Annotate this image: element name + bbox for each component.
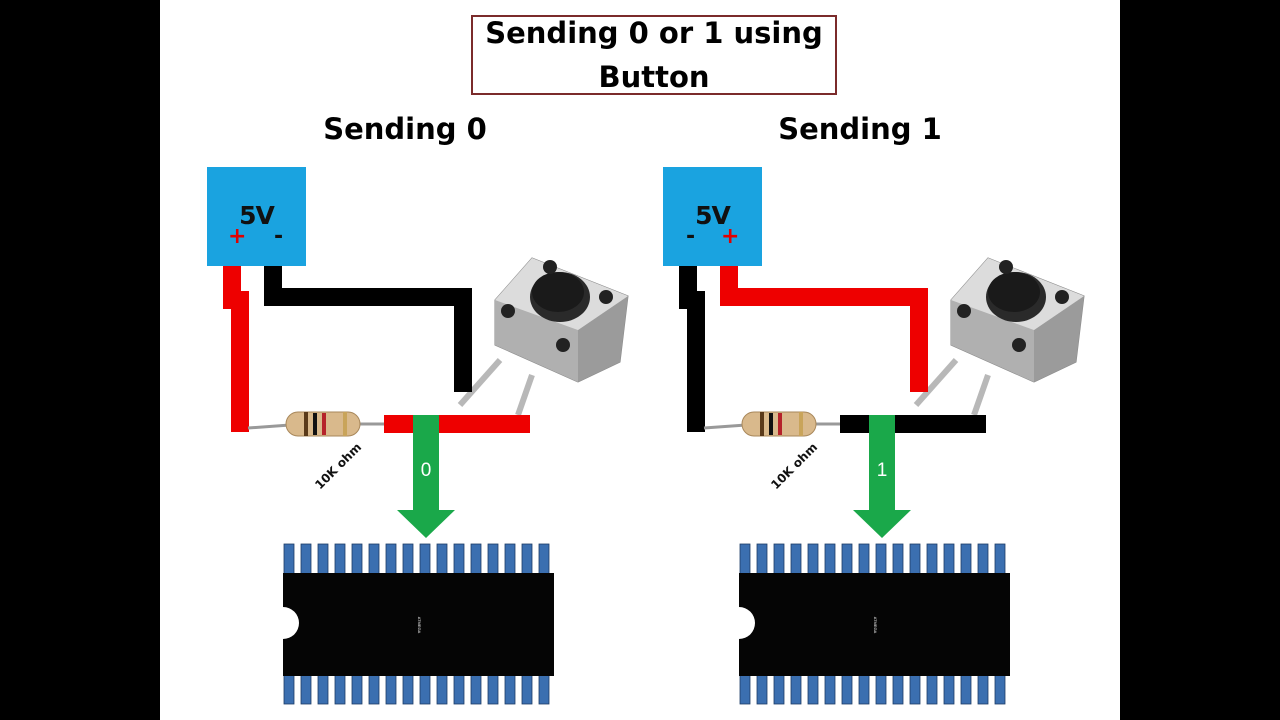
psu-label: 5V — [695, 201, 731, 230]
signal-value: 1 — [877, 460, 888, 481]
positive-wire — [720, 256, 928, 392]
heading-sending-0: Sending 0 — [323, 112, 487, 146]
circuit-sending-0: 10K ohm 0 — [160, 0, 640, 720]
signal-value: 0 — [421, 460, 432, 481]
resistor-icon — [741, 411, 817, 437]
power-supply: 5V - + — [663, 167, 762, 266]
circuit-wiring-0: 10K ohm 0 — [223, 256, 629, 705]
negative-wire — [679, 256, 705, 432]
svg-text:ATMEGA: ATMEGA — [873, 617, 878, 634]
circuit-sending-1: 10K ohm 1 — [616, 0, 1096, 720]
resistor-icon — [285, 411, 361, 437]
heading-sending-1: Sending 1 — [778, 112, 942, 146]
positive-terminal-sign: + — [228, 224, 247, 249]
resistor-label: 10K ohm — [768, 440, 820, 492]
signal-arrow — [397, 415, 455, 538]
signal-arrow — [853, 415, 911, 538]
negative-terminal-sign: - — [686, 224, 696, 249]
svg-text:ATMEGA: ATMEGA — [417, 617, 422, 634]
pushbutton-icon — [457, 257, 629, 416]
title-box: Sending 0 or 1 using Button — [471, 15, 837, 95]
resistor-label: 10K ohm — [312, 440, 364, 492]
positive-terminal-sign: + — [721, 224, 740, 249]
power-supply: 5V + - — [207, 167, 306, 266]
pushbutton-icon — [913, 257, 1085, 416]
positive-wire — [223, 256, 249, 432]
junction-wire — [840, 415, 986, 433]
negative-wire — [264, 256, 472, 392]
slide: Sending 0 or 1 using Button Sending 0 Se… — [160, 0, 1120, 720]
circuit-wiring-1: 10K ohm 1 — [679, 256, 1085, 705]
junction-wire — [384, 415, 530, 433]
ic-chip-icon: ATMEGA — [283, 543, 554, 705]
ic-chip-icon: ATMEGA — [739, 543, 1010, 705]
negative-terminal-sign: - — [274, 224, 284, 249]
slide-title: Sending 0 or 1 using Button — [485, 16, 823, 94]
psu-label: 5V — [239, 201, 275, 230]
